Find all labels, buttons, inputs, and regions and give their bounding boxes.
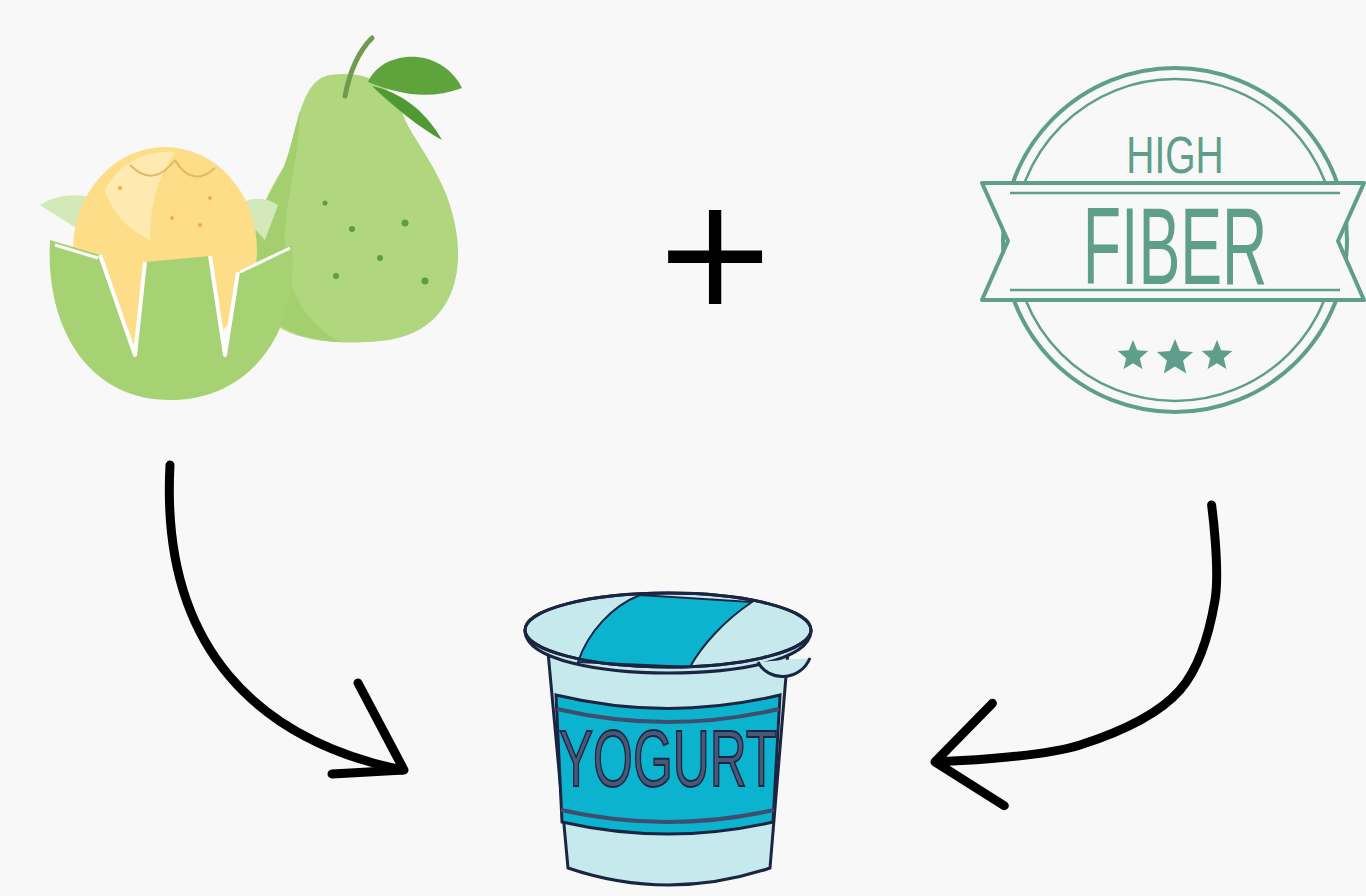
peel-edge [100,255,238,355]
flesh-dot [198,223,202,227]
cup-body [548,652,788,885]
pomelo-dot [377,255,383,261]
arrow-head [332,683,404,774]
pomelo-dot [422,278,429,285]
flesh-line [130,160,215,176]
peel-edge [55,245,290,272]
pomelo-dot [323,201,328,206]
curved-arrow [169,465,404,774]
cup-lid [525,593,811,667]
flesh-dot [170,216,174,220]
pomelo-peeled [40,147,293,400]
stamp-banner [982,183,1364,300]
pomelo-dot [333,273,339,279]
yogurt-cup: YOGURT [400,588,935,893]
flesh-dot [118,186,122,190]
lid-tab [758,658,810,677]
lid-outline [525,593,811,667]
stamp-star [1202,340,1232,369]
plus-sign: + [615,177,815,327]
cup-band [556,695,780,834]
stamp-star [1157,339,1193,373]
stamp-star [1118,340,1148,369]
pomelo-dot [402,220,409,227]
flesh-dot [208,196,212,200]
pomelo-leaf [372,86,442,140]
cup-label: YOGURT [559,719,777,799]
flesh-highlight [105,152,175,240]
stamp-word: FIBER [1083,191,1268,301]
pomelo-stem [345,38,372,96]
stamp-heading: HIGH [1126,129,1224,181]
curved-arrow [935,505,1217,806]
band-line [561,810,774,822]
lid-stripe [578,595,752,667]
peel-cup [50,240,293,400]
fiber-stamp: HIGH FIBER [980,65,1366,505]
pomelo-dot [349,226,355,232]
arrow-shaft [169,465,402,770]
